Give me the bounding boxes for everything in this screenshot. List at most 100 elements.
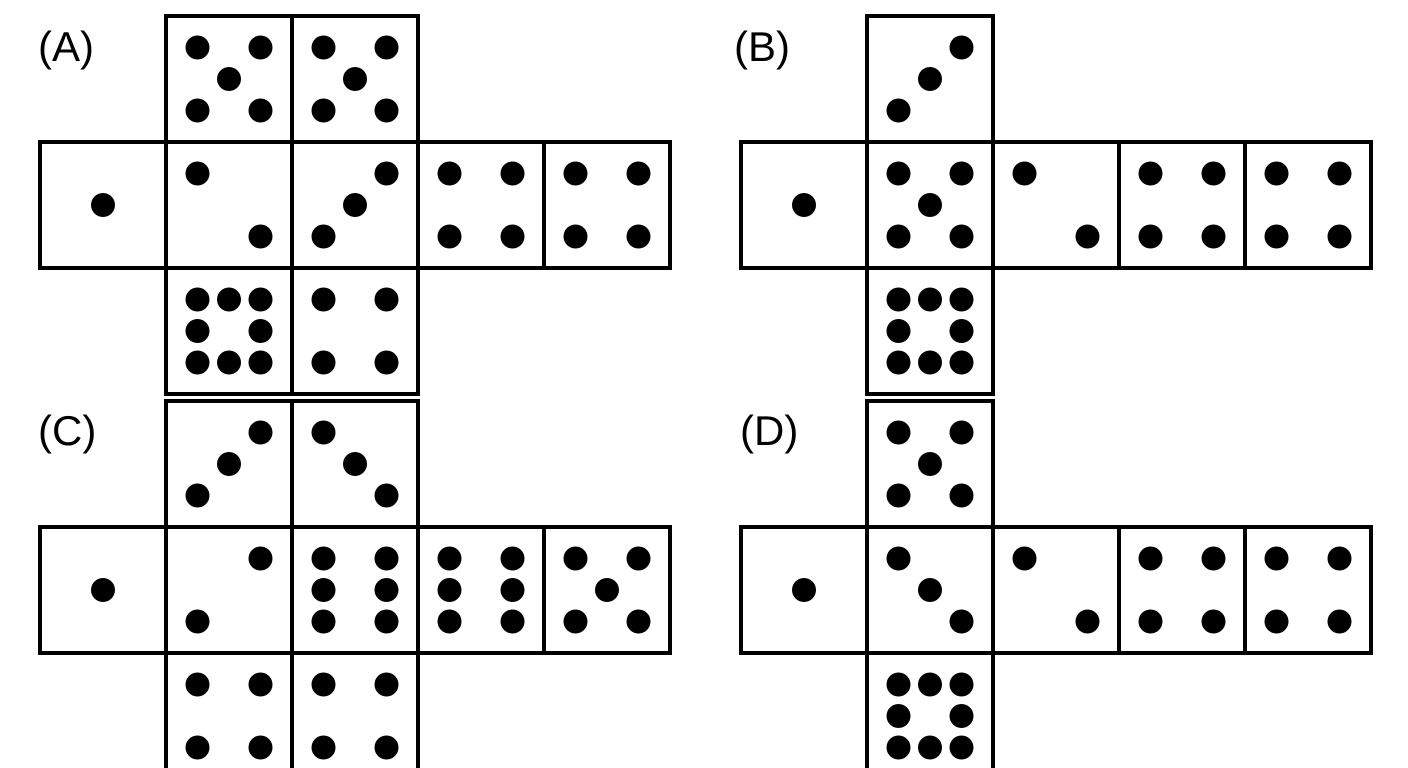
pip-dot: [343, 193, 367, 217]
face-outline: [164, 266, 294, 396]
pip-dot: [217, 67, 241, 91]
pip-dot: [248, 350, 273, 375]
pip-dot: [185, 735, 210, 760]
pip-dot: [374, 546, 399, 571]
pip-dot: [374, 609, 399, 634]
die-face-2: [164, 525, 294, 655]
pip-dot: [918, 672, 942, 697]
pip-dot: [1327, 161, 1352, 186]
option-b[interactable]: (B): [734, 14, 1373, 396]
pip-dot: [248, 319, 273, 343]
pip-dot: [500, 609, 525, 634]
pip-dot: [1075, 609, 1100, 634]
pip-dot: [500, 161, 525, 186]
pip-dot: [374, 161, 399, 186]
pip-dot: [91, 193, 115, 217]
pip-dot: [918, 287, 942, 312]
pip-dot: [311, 420, 336, 445]
pip-dot: [949, 735, 974, 760]
option-a[interactable]: (A): [38, 14, 672, 396]
die-face-3: [865, 14, 995, 144]
pip-dot: [437, 609, 462, 634]
pip-dot: [185, 483, 210, 508]
pip-dot: [626, 546, 651, 571]
pip-dot: [343, 67, 367, 91]
pip-dot: [500, 578, 525, 602]
pip-dot: [563, 161, 588, 186]
pip-dot: [185, 609, 210, 634]
face-outline: [1117, 525, 1247, 655]
face-outline: [865, 266, 995, 396]
pip-dot: [374, 578, 399, 602]
pip-dot: [886, 483, 911, 508]
option-d[interactable]: (D): [739, 399, 1373, 768]
face-outline: [1243, 525, 1373, 655]
pip-dot: [595, 578, 619, 602]
option-label: (A): [38, 23, 94, 70]
pip-dot: [1264, 161, 1289, 186]
pip-dot: [185, 287, 210, 312]
die-face-3: [290, 140, 420, 270]
die-face-6: [290, 525, 420, 655]
pip-dot: [374, 287, 399, 312]
pip-dot: [949, 704, 974, 728]
pip-dot: [217, 452, 241, 476]
face-outline: [164, 140, 294, 270]
pip-dot: [1138, 161, 1163, 186]
pip-dot: [248, 420, 273, 445]
face-outline: [290, 525, 420, 655]
pip-dot: [1201, 224, 1226, 249]
pip-dot: [311, 287, 336, 312]
face-outline: [991, 525, 1121, 655]
die-face-8: [865, 266, 995, 396]
pip-dot: [949, 287, 974, 312]
pip-dot: [1075, 224, 1100, 249]
pip-dot: [311, 350, 336, 375]
die-face-3: [290, 399, 420, 529]
pip-dot: [949, 224, 974, 249]
pip-dot: [1201, 546, 1226, 571]
pip-dot: [563, 546, 588, 571]
pip-dot: [886, 704, 911, 728]
pip-dot: [1012, 546, 1037, 571]
pip-dot: [918, 452, 942, 476]
pip-dot: [248, 35, 273, 60]
die-face-2: [164, 140, 294, 270]
pip-dot: [374, 350, 399, 375]
pip-dot: [1264, 546, 1289, 571]
pip-dot: [374, 98, 399, 123]
die-face-2: [991, 140, 1121, 270]
pip-dot: [248, 287, 273, 312]
pip-dot: [626, 224, 651, 249]
die-face-1: [38, 525, 168, 655]
option-c[interactable]: (C): [38, 399, 672, 768]
face-outline: [1243, 140, 1373, 270]
die-face-1: [739, 140, 869, 270]
pip-dot: [949, 672, 974, 697]
pip-dot: [949, 161, 974, 186]
die-face-8: [865, 651, 995, 768]
face-outline: [416, 140, 546, 270]
die-face-5: [865, 399, 995, 529]
die-face-4: [1243, 140, 1373, 270]
pip-dot: [311, 609, 336, 634]
face-outline: [290, 266, 420, 396]
pip-dot: [1138, 224, 1163, 249]
pip-dot: [949, 319, 974, 343]
pip-dot: [1201, 609, 1226, 634]
pip-dot: [918, 578, 942, 602]
pip-dot: [311, 35, 336, 60]
pip-dot: [248, 546, 273, 571]
pip-dot: [311, 672, 336, 697]
pip-dot: [1012, 161, 1037, 186]
pip-dot: [886, 319, 911, 343]
die-face-4: [1117, 525, 1247, 655]
pip-dot: [949, 420, 974, 445]
pip-dot: [563, 609, 588, 634]
pip-dot: [185, 672, 210, 697]
option-label: (C): [38, 407, 96, 454]
die-face-1: [739, 525, 869, 655]
face-outline: [991, 140, 1121, 270]
face-outline: [865, 525, 995, 655]
die-face-4: [290, 651, 420, 768]
